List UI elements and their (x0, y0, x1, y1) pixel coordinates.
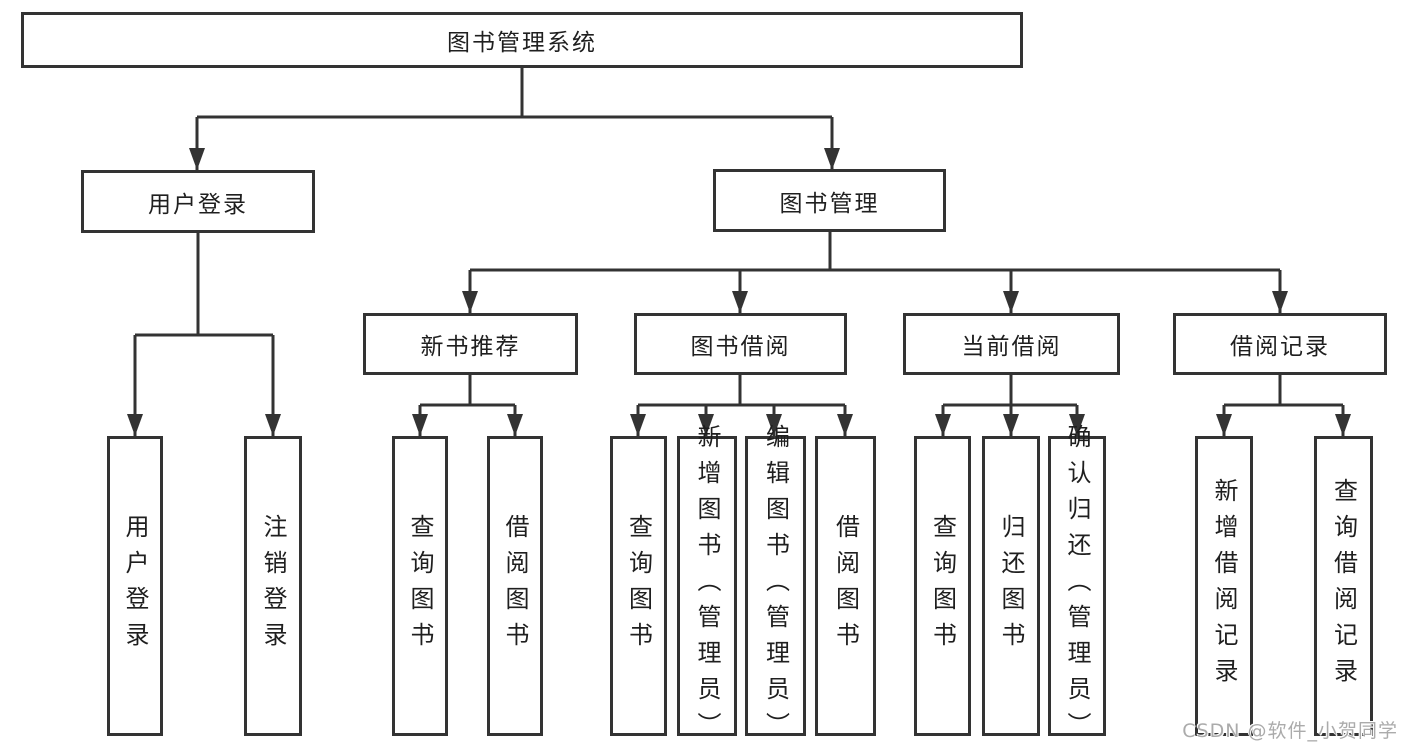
leaf-logout-label: 注销登录 (259, 514, 287, 658)
watermark: CSDN @软件_小贺同学 (1182, 720, 1398, 742)
node-book-borrowing: 图书借阅 (634, 313, 847, 375)
node-current-borrowing: 当前借阅 (903, 313, 1120, 375)
leaf-add-book-admin-label: 新增图书（管理员） (693, 424, 721, 747)
leaf-edit-book-admin: 编辑图书（管理员） (745, 424, 806, 747)
leaf-query-borrow-record-label: 查询借阅记录 (1329, 478, 1358, 694)
leaf-user-login-label: 用户登录 (121, 514, 149, 658)
leaf-logout: 注销登录 (244, 436, 302, 736)
leaf-edit-book-admin-label: 编辑图书（管理员） (761, 424, 790, 747)
node-borrow-records-label: 借阅记录 (1230, 334, 1330, 360)
leaf-borrow-books-1-label: 借阅图书 (501, 514, 529, 658)
leaf-add-book-admin: 新增图书（管理员） (677, 424, 737, 747)
leaf-borrow-books-1: 借阅图书 (487, 436, 543, 736)
leaf-user-login: 用户登录 (107, 436, 163, 736)
leaf-return-book-label: 归还图书 (997, 514, 1025, 658)
leaf-borrow-books-2: 借阅图书 (815, 436, 876, 736)
leaf-return-book: 归还图书 (982, 436, 1040, 736)
leaf-query-borrow-record: 查询借阅记录 (1314, 436, 1373, 736)
leaf-query-books-2-label: 查询图书 (624, 514, 653, 658)
leaf-confirm-return-admin: 确认归还（管理员） (1048, 424, 1106, 747)
node-book-management-label: 图书管理 (779, 190, 880, 217)
leaf-borrow-books-2-label: 借阅图书 (831, 514, 860, 658)
leaf-add-borrow-record: 新增借阅记录 (1195, 436, 1253, 736)
node-borrow-records: 借阅记录 (1173, 313, 1387, 375)
node-user-login-label: 用户登录 (148, 191, 248, 218)
node-user-login: 用户登录 (81, 170, 315, 233)
node-new-book-recommend: 新书推荐 (363, 313, 578, 375)
leaf-query-books-3-label: 查询图书 (928, 514, 957, 658)
leaf-query-books-3: 查询图书 (914, 436, 971, 736)
node-library-system: 图书管理系统 (21, 12, 1023, 68)
node-book-management: 图书管理 (713, 169, 946, 232)
leaf-query-books-2: 查询图书 (610, 436, 667, 736)
node-library-system-label: 图书管理系统 (447, 30, 597, 56)
leaf-confirm-return-admin-label: 确认归还（管理员） (1063, 424, 1091, 747)
node-new-book-recommend-label: 新书推荐 (420, 334, 521, 360)
node-current-borrowing-label: 当前借阅 (961, 334, 1062, 360)
leaf-query-books-1-label: 查询图书 (406, 514, 434, 658)
leaf-add-borrow-record-label: 新增借阅记录 (1210, 478, 1238, 694)
leaf-query-books-1: 查询图书 (392, 436, 448, 736)
node-book-borrowing-label: 图书借阅 (690, 334, 791, 360)
